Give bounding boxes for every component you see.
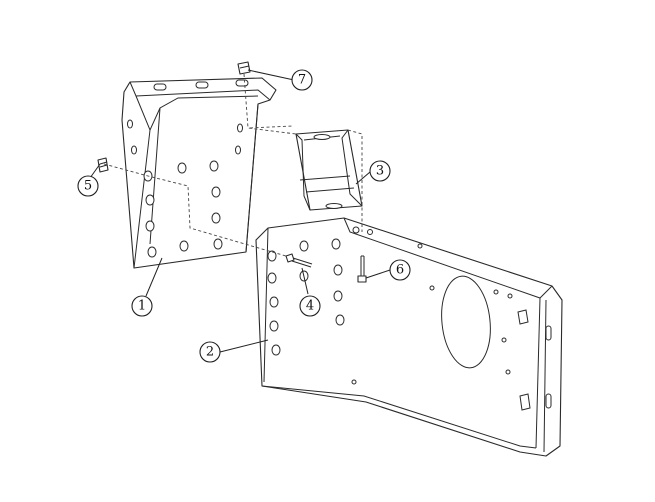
part-3-channel-spacer (295, 129, 363, 211)
callout-4: 4 (299, 295, 321, 317)
callout-2: 2 (199, 341, 221, 363)
callout-6-label: 6 (396, 263, 404, 278)
leader-lines (89, 69, 391, 353)
part-5-nut (97, 157, 109, 173)
callout-1: 1 (131, 295, 153, 317)
callout-2-label: 2 (206, 345, 214, 360)
part-4-bolt (285, 253, 313, 268)
callout-5: 5 (77, 175, 99, 197)
part-7-nut (237, 61, 251, 75)
part-2-mounting-plate (255, 217, 563, 457)
callout-4-label: 4 (306, 299, 314, 314)
part-6-bolt (357, 255, 367, 283)
alignment-lines (103, 73, 363, 257)
callout-7-label: 7 (298, 73, 306, 88)
callout-3-label: 3 (376, 164, 384, 179)
callout-6: 6 (389, 259, 411, 281)
callout-5-label: 5 (84, 179, 92, 194)
callout-7: 7 (291, 69, 313, 91)
callout-3: 3 (369, 160, 391, 182)
part-1-angle-bracket (121, 77, 277, 269)
callout-1-label: 1 (138, 299, 146, 314)
